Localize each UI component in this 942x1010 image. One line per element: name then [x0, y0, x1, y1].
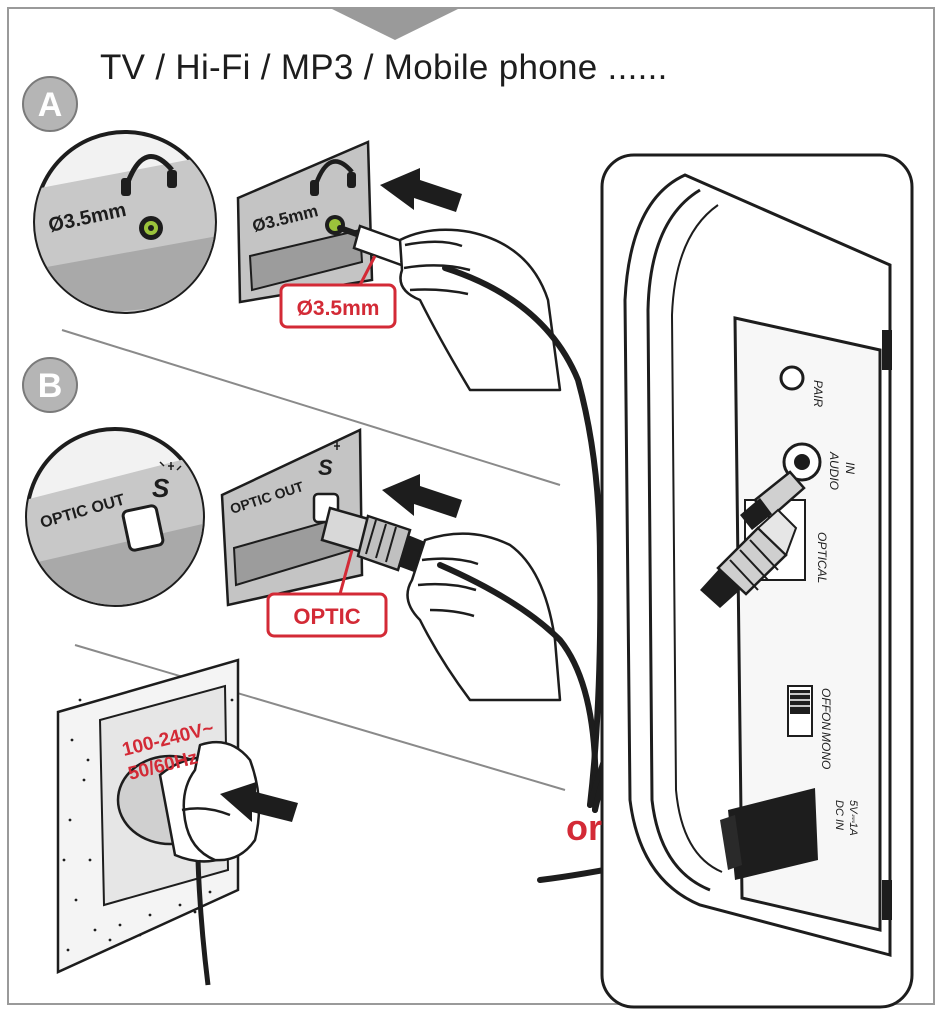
switch-off-label: OFF — [819, 688, 833, 713]
headphones-icon — [121, 154, 177, 196]
aux-plug-in-device — [740, 470, 806, 530]
top-chevron-icon — [330, 8, 460, 40]
soundbar-device: PAIR AUDIO IN OPTICAL — [600, 153, 914, 1009]
insert-arrow-icon — [380, 168, 462, 212]
insert-arrow-icon — [382, 474, 462, 518]
section-a-badge-letter: A — [38, 86, 63, 124]
section-a-hand — [398, 228, 562, 392]
optical-cable — [437, 562, 599, 813]
insert-arrow-icon — [220, 782, 298, 822]
section-a-source-panel: Ø3.5mm — [236, 140, 374, 304]
svg-text:S: S — [152, 473, 170, 503]
svg-text:S: S — [318, 455, 333, 480]
section-a-plug-callout: Ø3.5mm — [279, 255, 397, 329]
audio-in-label-1: AUDIO — [827, 451, 841, 490]
mono-switch: OFF ON MONO — [787, 685, 833, 769]
plug-callout-label: OPTIC — [293, 604, 360, 629]
outer-frame — [7, 7, 935, 1005]
separator-line — [74, 644, 566, 791]
section-b-badge: B — [22, 357, 78, 413]
page-title: TV / Hi-Fi / MP3 / Mobile phone ...... — [100, 48, 668, 87]
section-a-badge: A — [22, 76, 78, 132]
optical-s-icon: S — [318, 442, 340, 480]
switch-mono-label: MONO — [819, 732, 833, 769]
headphones-icon — [310, 159, 356, 196]
pair-button — [779, 365, 805, 391]
section-b-plug-callout: OPTIC — [266, 549, 388, 638]
section-b-badge-letter: B — [38, 367, 63, 405]
section-a-port-closeup: Ø3.5mm — [33, 130, 217, 314]
power-hand — [181, 740, 261, 862]
optical-plug-in-device — [700, 508, 798, 608]
plug-callout-label: Ø3.5mm — [297, 297, 380, 320]
section-b-hand — [406, 532, 562, 702]
section-b-source-panel: OPTIC OUT S — [220, 428, 364, 607]
optical-s-icon: S — [152, 461, 182, 503]
pair-label: PAIR — [811, 380, 825, 407]
audio-in-label-2: IN — [843, 462, 857, 474]
or-label: or — [566, 807, 602, 848]
dc-in-label-1: DC IN — [833, 800, 845, 830]
aux-cable — [442, 265, 604, 808]
separator-line — [61, 329, 561, 486]
optical-label: OPTICAL — [815, 532, 829, 583]
dc-in-port: DC IN 5V⎓1A — [720, 788, 859, 880]
switch-on-label: ON — [819, 712, 833, 730]
section-b-optical-plug — [320, 506, 440, 578]
dc-in-label-2: 5V⎓1A — [847, 800, 859, 836]
section-b-port-closeup: OPTIC OUT S — [25, 427, 205, 607]
